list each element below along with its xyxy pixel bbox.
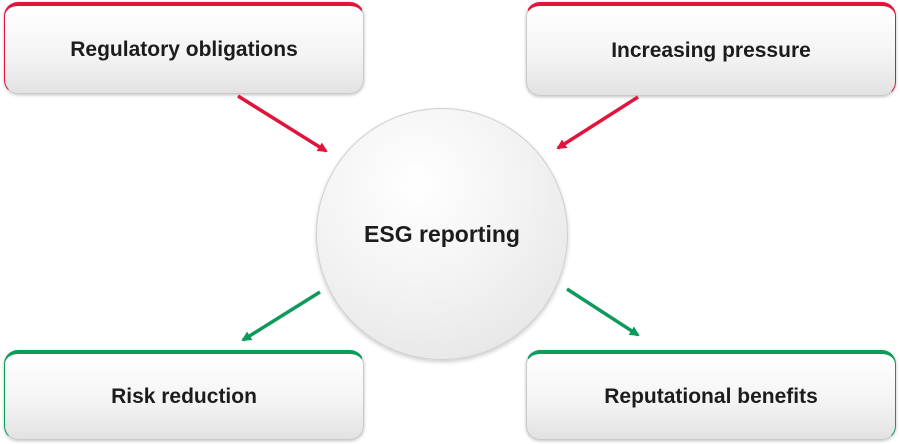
- regulatory-obligations-label: Regulatory obligations: [70, 37, 298, 61]
- increasing-pressure-label: Increasing pressure: [611, 38, 811, 62]
- esg-reporting-label: ESG reporting: [364, 220, 520, 247]
- regulatory-obligations-box: Regulatory obligations: [4, 2, 364, 94]
- increasing-pressure-box: Increasing pressure: [526, 2, 896, 96]
- risk-reduction-box: Risk reduction: [4, 350, 364, 440]
- risk-reduction-label: Risk reduction: [111, 384, 257, 408]
- reputational-benefits-box: Reputational benefits: [526, 350, 896, 440]
- reputational-benefits-label: Reputational benefits: [604, 384, 818, 408]
- arrow-esg-to-risk: [241, 290, 321, 342]
- esg-reporting-circle: ESG reporting: [316, 108, 568, 360]
- arrow-esg-to-reputation: [566, 287, 640, 337]
- arrow-regulatory-to-esg: [237, 94, 328, 153]
- arrow-pressure-to-esg: [556, 95, 639, 150]
